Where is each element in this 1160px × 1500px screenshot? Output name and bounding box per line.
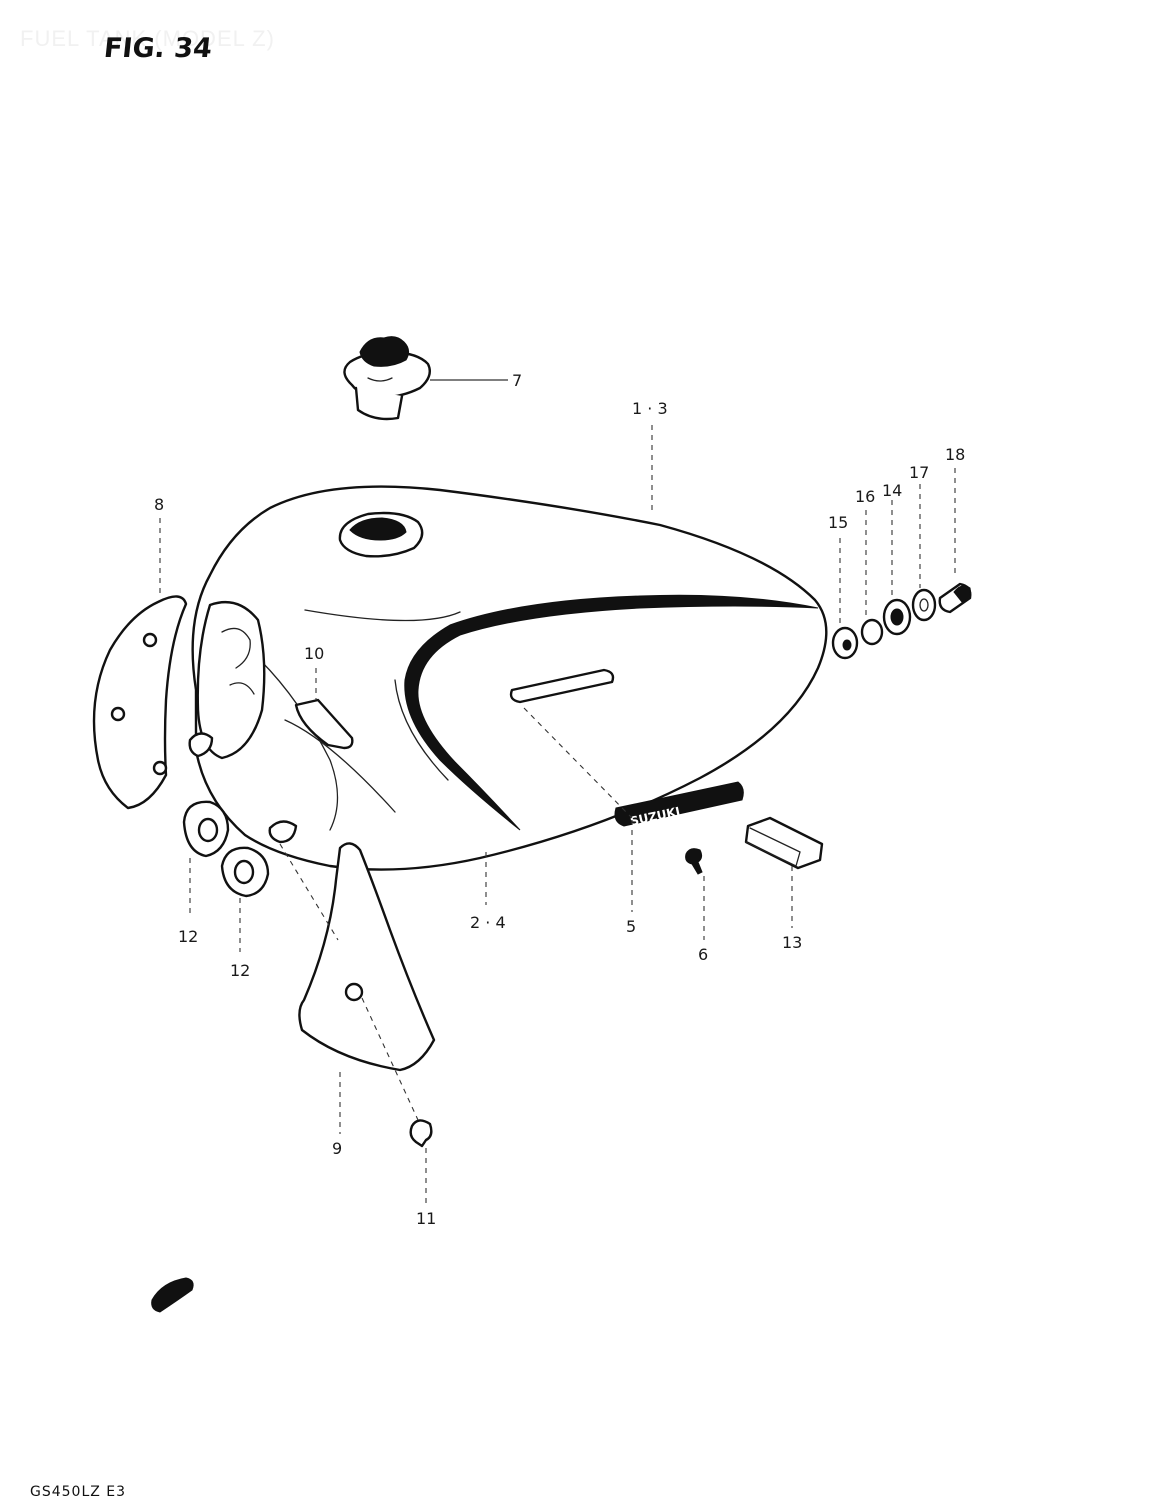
callout-14: 14: [882, 481, 903, 500]
tank-emblem: SUZUKI: [614, 781, 744, 829]
callout-5: 5: [626, 917, 637, 936]
lower-cover: [298, 842, 436, 1072]
faint-header-text: FUEL TANK (MODEL Z): [20, 26, 275, 51]
spacer-16: [860, 618, 884, 646]
callout-8: 8: [154, 495, 165, 514]
callout-9: 9: [332, 1139, 343, 1158]
callout-10: 10: [304, 644, 325, 663]
washer-17: [911, 588, 937, 622]
emblem-screw: [685, 848, 703, 875]
fuel-tank: [188, 485, 828, 871]
cover-screw: [409, 1119, 433, 1148]
callout-13: 13: [782, 933, 803, 952]
footer-model-code: GS450LZ E3: [30, 1484, 127, 1500]
cushion-rubber-lower: [220, 846, 270, 898]
callout-2-4: 2 · 4: [470, 913, 506, 932]
knee-pad: [744, 816, 824, 870]
callout-1-3: 1 · 3: [632, 399, 668, 418]
callout-12-upper: 12: [178, 927, 199, 946]
side-cover-left: [92, 595, 188, 810]
rubber-cushion-15: [831, 626, 859, 660]
cushion-rubber-upper: [182, 800, 230, 858]
leader-lines: [159, 379, 956, 1205]
bolt-18: [938, 582, 972, 614]
callout-12-lower: 12: [230, 961, 251, 980]
callout-6: 6: [698, 945, 709, 964]
grommet-14: [882, 598, 912, 636]
callout-11: 11: [416, 1209, 437, 1228]
callout-15: 15: [828, 513, 849, 532]
detached-part-sketch: [151, 1277, 194, 1313]
fuel-cap: [343, 336, 431, 421]
callout-17: 17: [909, 463, 930, 482]
callout-7: 7: [512, 371, 523, 390]
callout-18: 18: [945, 445, 966, 464]
callout-16: 16: [855, 487, 876, 506]
